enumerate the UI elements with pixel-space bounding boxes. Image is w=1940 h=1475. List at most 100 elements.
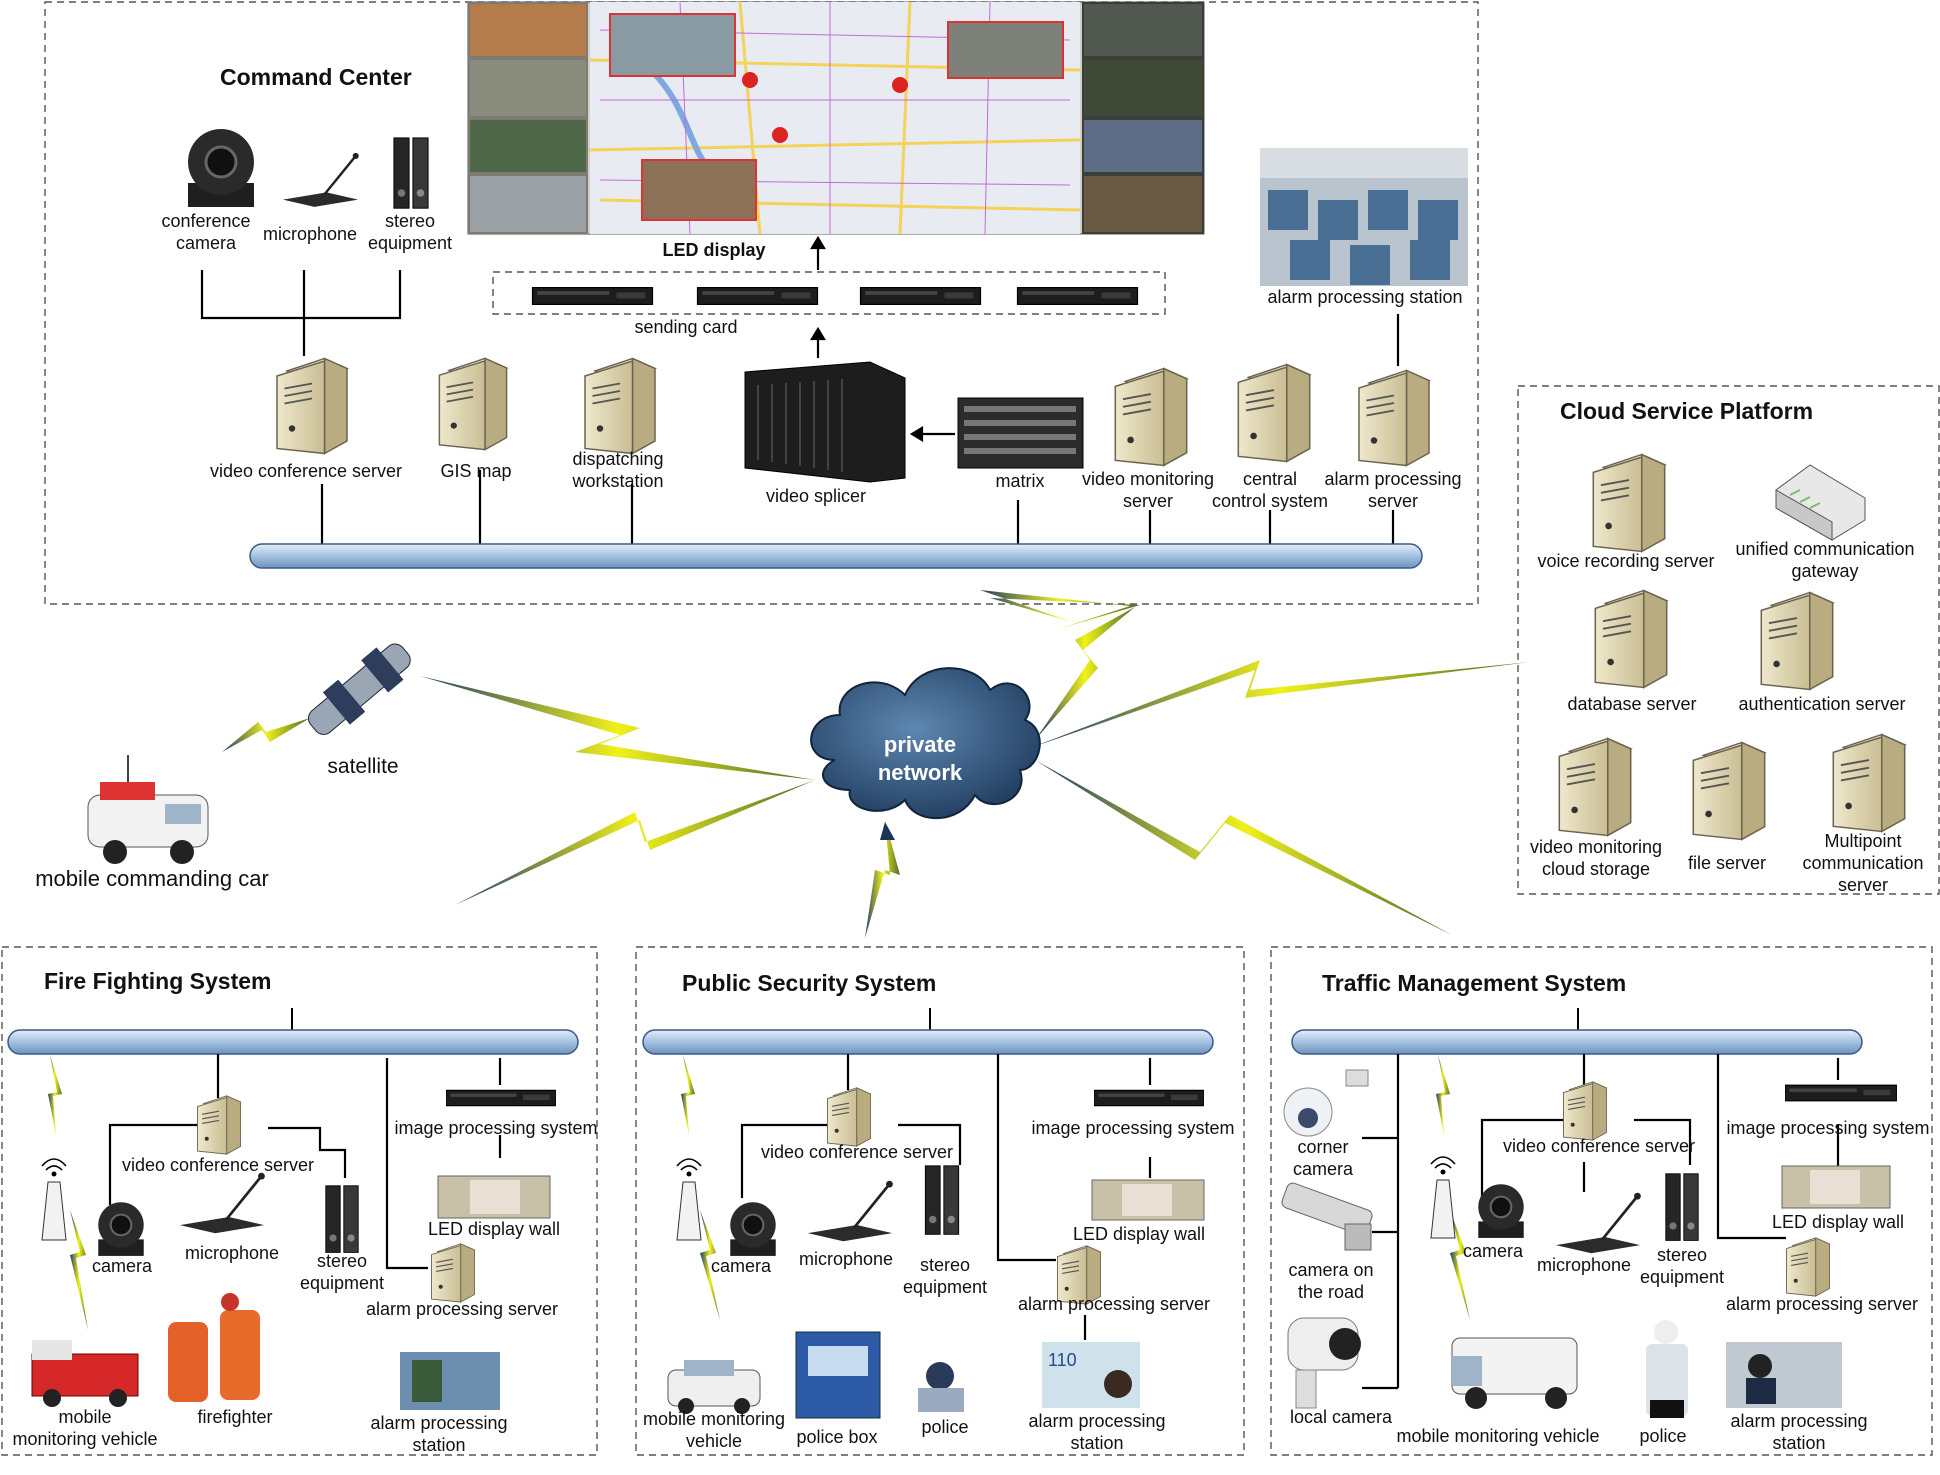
fire-led-label: LED display wall: [427, 1219, 561, 1239]
fire-tower-icon: [41, 1158, 67, 1241]
fire-ips-label: image processing system: [394, 1118, 598, 1138]
command-center-title: Command Center: [220, 64, 412, 90]
fire-camera-icon: [97, 1201, 145, 1257]
video-conference-server-label: video conference server: [209, 461, 403, 481]
command-bus: [249, 543, 1423, 569]
authentication-server-icon: [1760, 591, 1834, 691]
file-server-icon: [1692, 741, 1766, 841]
local-camera-icon: [1287, 1317, 1361, 1409]
security-camera-icon: [729, 1201, 777, 1257]
sending-card-box: [492, 271, 1166, 315]
matrix-icon: [957, 397, 1084, 469]
traffic-management-box: [1270, 946, 1933, 1456]
security-vcs-icon: [826, 1087, 872, 1147]
alarm-station-label: alarm processing station: [1267, 287, 1463, 307]
traffic-ips-label: image processing system: [1726, 1118, 1930, 1138]
security-vehicle-icon: [667, 1360, 761, 1414]
security-camera-label: camera: [710, 1256, 772, 1276]
database-server-label: database server: [1567, 694, 1697, 714]
fire-station-icon: [400, 1352, 500, 1410]
fire-fighting-title: Fire Fighting System: [44, 968, 272, 994]
fire-microphone-label: microphone: [184, 1243, 280, 1263]
security-ips-label: image processing system: [1031, 1118, 1235, 1138]
security-led-wall-icon: [1091, 1179, 1205, 1221]
security-aps-label: alarm processing server: [1017, 1294, 1211, 1314]
video-conference-server-icon: [276, 357, 348, 455]
sending-card-1: [531, 286, 654, 306]
voice-recording-server-icon: [1592, 453, 1666, 553]
database-server-icon: [1594, 589, 1668, 689]
traffic-camera-label: camera: [1462, 1241, 1524, 1261]
stereo-icon: [393, 137, 429, 209]
security-microphone-icon: [806, 1179, 895, 1243]
fire-aps-label: alarm processing server: [365, 1299, 559, 1319]
security-led-label: LED display wall: [1072, 1224, 1206, 1244]
private-network-cloud: [810, 667, 1041, 840]
traffic-vcs-label: video conference server: [1502, 1136, 1696, 1156]
fire-aps-icon: [430, 1243, 476, 1303]
cloud-platform-box: [1517, 385, 1940, 895]
svg-text:110: 110: [1048, 1350, 1077, 1370]
sending-card-2: [696, 286, 819, 306]
traffic-bus: [1291, 1029, 1863, 1055]
traffic-microphone-label: microphone: [1536, 1255, 1632, 1275]
led-display-screen: [467, 1, 1205, 235]
gis-server-icon: [438, 357, 508, 451]
security-stereo-icon: [924, 1165, 960, 1235]
file-server-label: file server: [1687, 853, 1767, 873]
traffic-stereo-icon: [1665, 1173, 1699, 1242]
fire-vehicle-icon: [31, 1340, 139, 1407]
alarm-station-photo: [1260, 148, 1468, 286]
traffic-police-label: police: [1639, 1426, 1687, 1446]
sending-card-4: [1016, 286, 1139, 306]
led-display-label: LED display: [662, 240, 766, 260]
public-security-box: [635, 946, 1245, 1456]
public-security-title: Public Security System: [682, 970, 937, 996]
unified-gateway-icon: [1775, 464, 1866, 541]
traffic-led-label: LED display wall: [1771, 1212, 1905, 1232]
authentication-server-label: authentication server: [1738, 694, 1906, 714]
traffic-aps-icon: [1785, 1237, 1831, 1297]
security-microphone-label: microphone: [798, 1249, 894, 1269]
fire-led-wall-icon: [437, 1175, 551, 1219]
traffic-police-icon: [1646, 1320, 1688, 1418]
traffic-camera-icon: [1477, 1183, 1525, 1239]
traffic-vehicle-label: mobile monitoring vehicle: [1396, 1426, 1600, 1446]
fire-microphone-icon: [178, 1171, 267, 1235]
fire-vcs-label: video conference server: [121, 1155, 315, 1175]
voice-recording-label: voice recording server: [1537, 551, 1715, 571]
security-tower-icon: [676, 1158, 702, 1241]
fire-bus: [7, 1029, 579, 1055]
video-splicer-icon: [744, 361, 906, 483]
cloud-platform-title: Cloud Service Platform: [1560, 398, 1814, 424]
command-center-box: [44, 1, 1479, 605]
traffic-ips-icon: [1785, 1084, 1897, 1102]
traffic-microphone-icon: [1554, 1191, 1643, 1255]
traffic-management-title: Traffic Management System: [1322, 970, 1627, 996]
local-camera-label: local camera: [1289, 1407, 1393, 1427]
traffic-vehicle-icon: [1451, 1337, 1578, 1409]
traffic-led-wall-icon: [1781, 1165, 1891, 1209]
matrix-label: matrix: [995, 471, 1045, 491]
security-ips-icon: [1094, 1089, 1204, 1107]
police-box-icon: [795, 1331, 881, 1419]
